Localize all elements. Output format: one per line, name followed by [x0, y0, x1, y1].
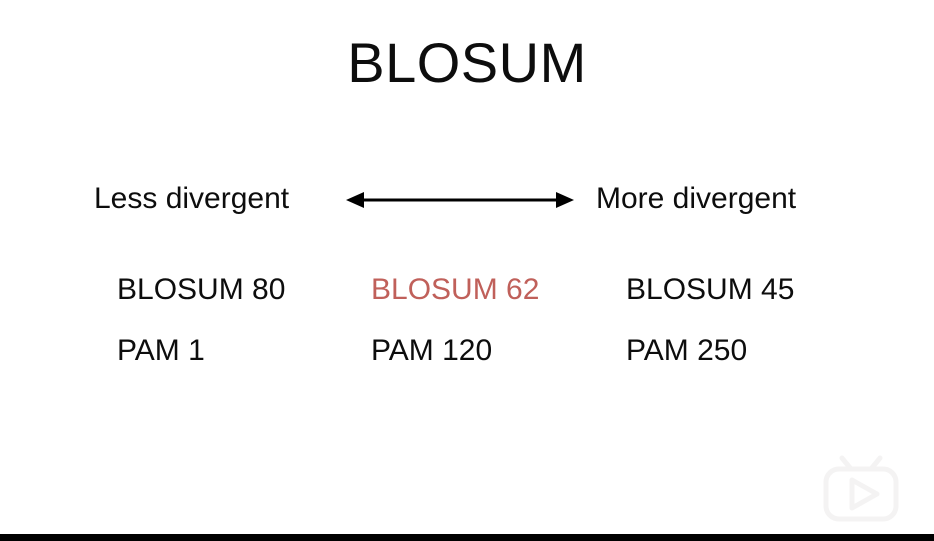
bottom-black-bar	[0, 534, 934, 541]
tv-play-logo-icon	[818, 455, 904, 523]
matrix-cell-pam-120: PAM 120	[371, 334, 493, 367]
axis-label-more-divergent: More divergent	[596, 182, 797, 215]
matrix-grid: BLOSUM 80 BLOSUM 62 BLOSUM 45 PAM 1 PAM …	[0, 264, 934, 386]
matrix-row-blosum: BLOSUM 80 BLOSUM 62 BLOSUM 45	[0, 264, 934, 325]
matrix-cell-pam-1: PAM 1	[117, 334, 205, 367]
matrix-row-pam: PAM 1 PAM 120 PAM 250	[0, 325, 934, 386]
matrix-cell-pam-250: PAM 250	[626, 334, 748, 367]
page-title: BLOSUM	[347, 31, 587, 94]
matrix-cell-blosum-45: BLOSUM 45	[626, 273, 795, 306]
divergence-axis-row: Less divergent More divergent	[0, 176, 934, 222]
double-headed-arrow-icon	[344, 188, 576, 212]
matrix-cell-blosum-80: BLOSUM 80	[117, 273, 286, 306]
axis-label-less-divergent: Less divergent	[94, 182, 290, 215]
matrix-cell-blosum-62: BLOSUM 62	[371, 273, 540, 306]
